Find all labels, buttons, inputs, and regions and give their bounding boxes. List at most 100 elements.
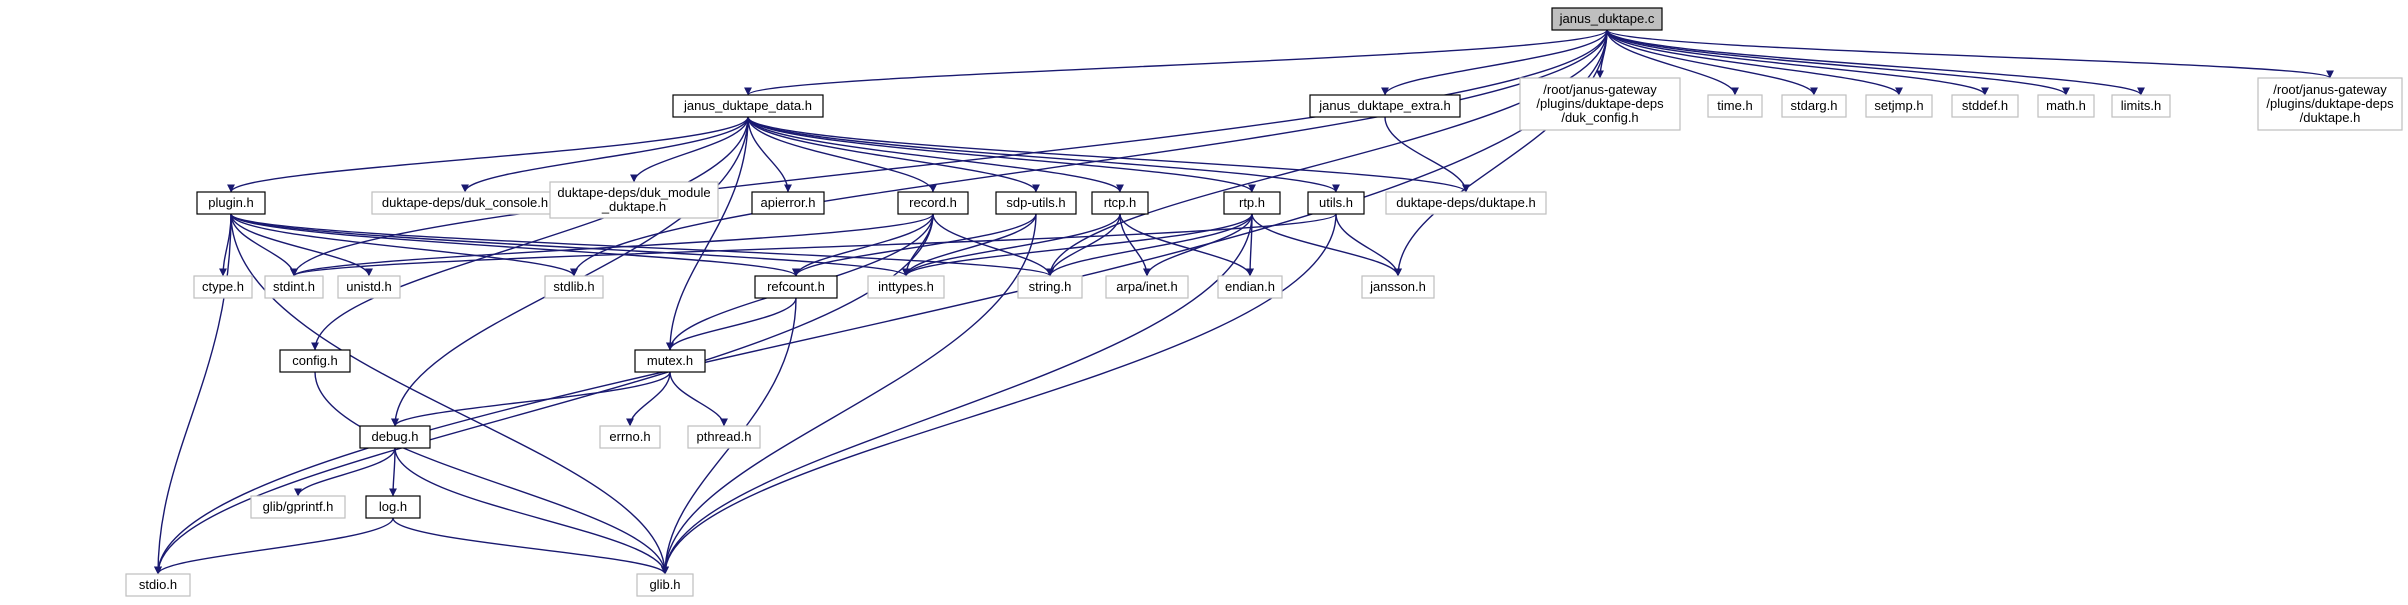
node-box bbox=[1361, 275, 1435, 299]
edge-plugin_h-to-stdlib_h bbox=[230, 213, 578, 277]
node-log_h[interactable]: log.h bbox=[365, 495, 421, 519]
edge-log_h-to-glib_h bbox=[392, 517, 669, 575]
node-box bbox=[599, 425, 661, 449]
node-label: apierror.h bbox=[761, 195, 816, 210]
node-sdp_utils_h[interactable]: sdp-utils.h bbox=[995, 191, 1077, 215]
edge-line bbox=[230, 213, 373, 277]
edge-rtcp_h-to-string_h bbox=[1046, 213, 1121, 277]
edge-line bbox=[1394, 29, 1608, 277]
node-janus_duktape_extra_h[interactable]: janus_duktape_extra.h bbox=[1309, 94, 1461, 118]
edge-line bbox=[1384, 116, 1470, 193]
edge-line bbox=[744, 29, 1608, 96]
edge-janus_duktape_c-to-math_h bbox=[1606, 29, 2070, 96]
edge-line bbox=[1046, 213, 1121, 277]
node-label: string.h bbox=[1029, 279, 1072, 294]
node-debug_h[interactable]: debug.h bbox=[359, 425, 431, 449]
node-label: janus_duktape_data.h bbox=[683, 98, 812, 113]
edge-line bbox=[461, 116, 749, 193]
edge-debug_h-to-gprintf_h bbox=[294, 447, 396, 497]
node-rtp_h[interactable]: rtp.h bbox=[1223, 191, 1281, 215]
node-box bbox=[250, 495, 346, 519]
node-string_h: string.h bbox=[1017, 275, 1083, 299]
edge-line bbox=[290, 213, 1337, 277]
edge-rtcp_h-to-endian_h bbox=[1119, 213, 1254, 277]
node-label: record.h bbox=[909, 195, 957, 210]
edge-line bbox=[902, 213, 1253, 277]
node-label: stdarg.h bbox=[1791, 98, 1838, 113]
edge-line bbox=[1335, 213, 1402, 277]
edge-line bbox=[389, 447, 398, 497]
edge-line bbox=[747, 116, 1340, 193]
edge-rtp_h-to-jansson_h bbox=[1251, 213, 1402, 277]
edge-janus_duktape_data_h-to-utils_h bbox=[747, 116, 1340, 193]
edge-line bbox=[1606, 29, 2334, 79]
edge-sdp_utils_h-to-glib_h bbox=[661, 213, 1037, 575]
node-label: jansson.h bbox=[1369, 279, 1426, 294]
node-label: glib.h bbox=[649, 577, 680, 592]
edge-line bbox=[290, 213, 934, 277]
node-rtcp_h[interactable]: rtcp.h bbox=[1091, 191, 1149, 215]
node-setjmp_h: setjmp.h bbox=[1865, 94, 1933, 118]
edge-line bbox=[1606, 29, 1903, 96]
edge-janus_duktape_c-to-stdlib_h bbox=[570, 29, 1608, 277]
node-plugin_h[interactable]: plugin.h bbox=[196, 191, 266, 215]
edge-line bbox=[1046, 29, 1608, 277]
node-config_h[interactable]: config.h bbox=[279, 349, 351, 373]
node-label: pthread.h bbox=[697, 429, 752, 444]
node-apierror_h[interactable]: apierror.h bbox=[751, 191, 825, 215]
node-box bbox=[359, 425, 431, 449]
node-limits_h: limits.h bbox=[2111, 94, 2171, 118]
node-stdint_h: stdint.h bbox=[264, 275, 324, 299]
node-box bbox=[1223, 191, 1281, 215]
node-label: setjmp.h bbox=[1874, 98, 1923, 113]
node-box bbox=[1781, 94, 1847, 118]
edge-line bbox=[661, 213, 1253, 575]
node-unistd_h: unistd.h bbox=[337, 275, 401, 299]
edge-line bbox=[792, 213, 1037, 277]
node-box bbox=[2111, 94, 2171, 118]
node-mutex_h[interactable]: mutex.h bbox=[634, 349, 706, 373]
node-glib_h: glib.h bbox=[636, 573, 694, 597]
node-label: /duk_config.h bbox=[1561, 110, 1638, 125]
edge-line bbox=[1381, 29, 1608, 96]
node-deps_duktape_h: duktape-deps/duktape.h bbox=[1385, 191, 1547, 215]
node-gprintf_h: glib/gprintf.h bbox=[250, 495, 346, 519]
node-box bbox=[1385, 191, 1547, 215]
node-label: errno.h bbox=[609, 429, 650, 444]
edge-plugin_h-to-glib_h bbox=[230, 213, 669, 575]
node-box bbox=[897, 191, 969, 215]
edge-line bbox=[661, 213, 1337, 575]
node-box bbox=[2257, 77, 2403, 131]
edge-janus_duktape_data_h-to-plugin_h bbox=[227, 116, 749, 193]
node-box bbox=[2037, 94, 2095, 118]
edge-utils_h-to-glib_h bbox=[661, 213, 1337, 575]
edge-plugin_h-to-unistd_h bbox=[230, 213, 373, 277]
node-label: arpa/inet.h bbox=[1116, 279, 1177, 294]
node-label: rtp.h bbox=[1239, 195, 1265, 210]
node-janus_duktape_data_h[interactable]: janus_duktape_data.h bbox=[672, 94, 824, 118]
node-stdio_h: stdio.h bbox=[125, 573, 191, 597]
node-box bbox=[1551, 7, 1663, 31]
node-label: time.h bbox=[1717, 98, 1752, 113]
edge-line bbox=[290, 29, 1608, 277]
edge-janus_duktape_c-to-stdint_h bbox=[290, 29, 1608, 277]
edge-line bbox=[1606, 29, 1739, 96]
node-refcount_h[interactable]: refcount.h bbox=[754, 275, 838, 299]
edge-line bbox=[230, 213, 1054, 277]
node-duk_module_h: duktape-deps/duk_module_duktape.h bbox=[549, 181, 719, 219]
edge-line bbox=[230, 213, 578, 277]
node-box bbox=[751, 191, 825, 215]
node-record_h[interactable]: record.h bbox=[897, 191, 969, 215]
node-label: stdlib.h bbox=[553, 279, 594, 294]
edge-janus_duktape_data_h-to-sdp_utils_h bbox=[747, 116, 1040, 193]
node-time_h: time.h bbox=[1707, 94, 1763, 118]
node-utils_h[interactable]: utils.h bbox=[1307, 191, 1365, 215]
node-janus_duktape_c[interactable]: janus_duktape.c bbox=[1551, 7, 1663, 31]
edge-line bbox=[747, 116, 1124, 193]
edge-debug_h-to-log_h bbox=[389, 447, 398, 497]
edge-janus_duktape_c-to-janus_duktape_data_h bbox=[744, 29, 1608, 96]
node-stddef_h: stddef.h bbox=[1951, 94, 2019, 118]
node-duk_console_h: duktape-deps/duk_console.h bbox=[371, 191, 559, 215]
node-label: glib/gprintf.h bbox=[263, 499, 334, 514]
